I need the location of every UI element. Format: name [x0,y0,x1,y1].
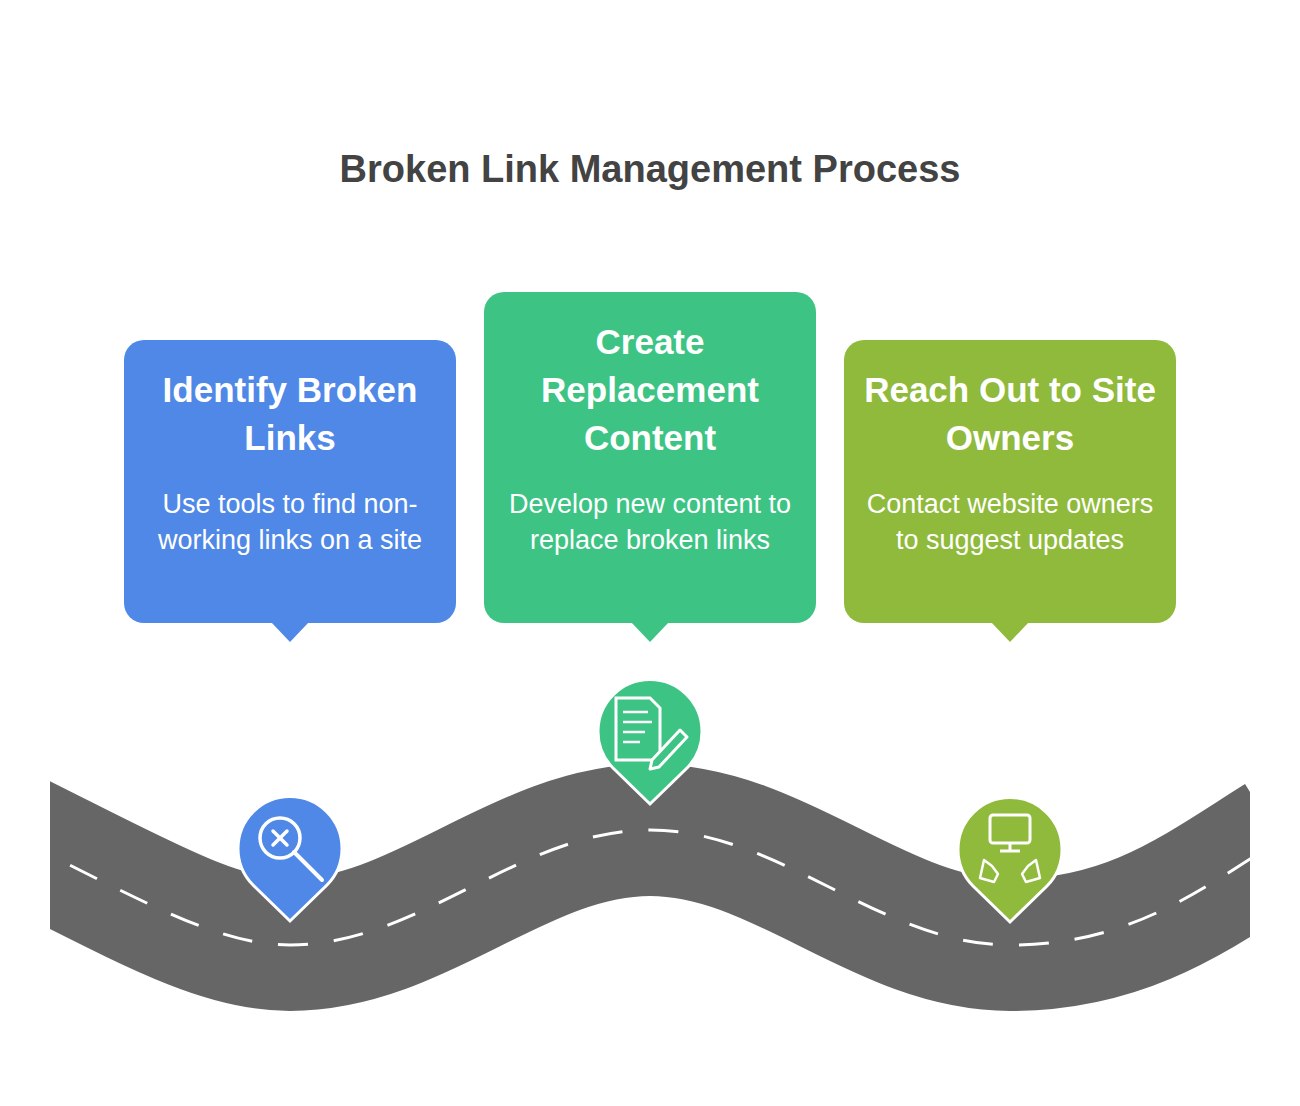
process-box: Identify Broken LinksUse tools to find n… [124,340,456,623]
box-pointer [271,622,309,642]
box-description: Develop new content to replace broken li… [498,486,802,558]
box-description: Contact website owners to suggest update… [858,486,1162,558]
box-description: Use tools to find non-working links on a… [138,486,442,558]
box-heading: Create Replacement Content [498,318,802,462]
map-pin [238,796,342,921]
map-pin [958,797,1062,922]
box-pointer [631,622,669,642]
process-box: Reach Out to Site OwnersContact website … [844,340,1176,623]
box-pointer [991,622,1029,642]
process-box: Create Replacement ContentDevelop new co… [484,292,816,623]
box-heading: Identify Broken Links [138,366,442,462]
road-dashes [50,830,1250,945]
map-pin [598,679,702,804]
diagram-title: Broken Link Management Process [0,148,1300,191]
road [50,830,1250,945]
box-heading: Reach Out to Site Owners [858,366,1162,462]
